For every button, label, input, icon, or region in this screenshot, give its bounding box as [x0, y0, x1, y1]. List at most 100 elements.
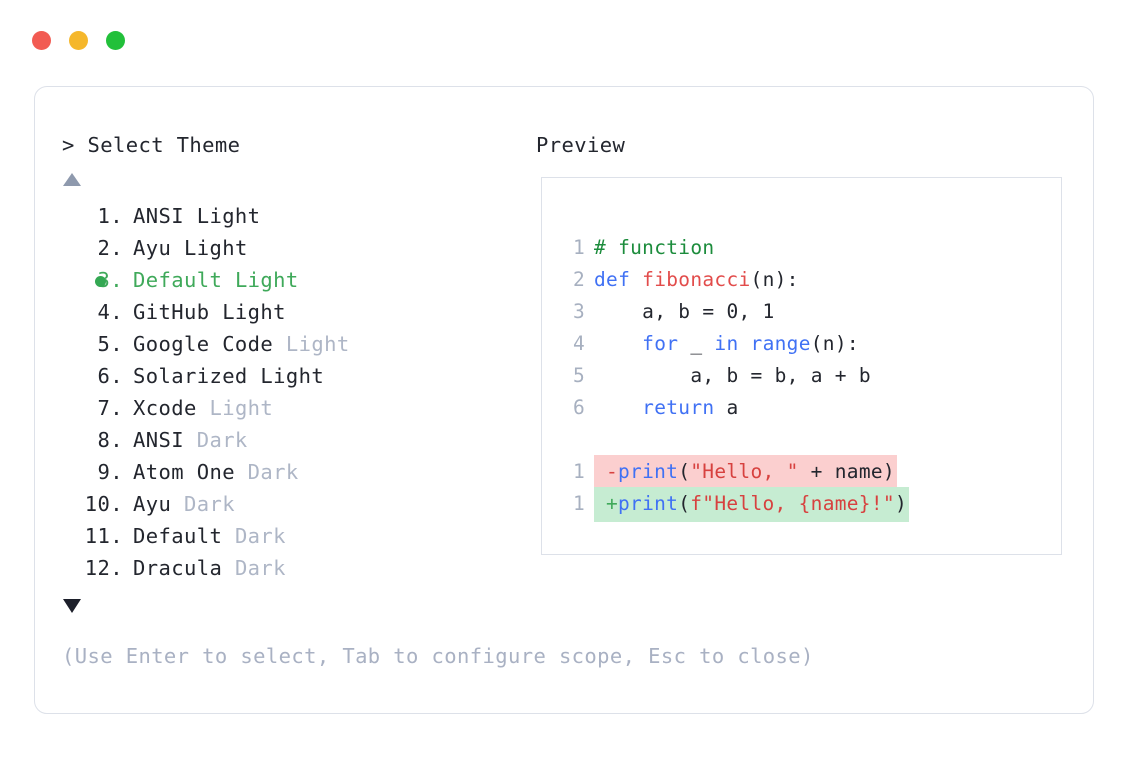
theme-item-name: Google Code [133, 332, 274, 356]
theme-item-variant: Light [273, 332, 350, 356]
line-number: 1 [572, 492, 585, 515]
code-line-content: for _ in range(n): [594, 328, 859, 360]
line-number: 2 [572, 268, 585, 291]
code-token [594, 396, 642, 419]
prompt-label: > Select Theme [62, 133, 241, 157]
theme-item-variant: Dark [222, 524, 286, 548]
code-token: (n): [810, 332, 859, 355]
window-controls [32, 31, 125, 50]
diff-sign: - [594, 459, 631, 483]
theme-item-number: 5. [97, 332, 123, 356]
maximize-window-button[interactable] [106, 31, 125, 50]
theme-item-name: Xcode [133, 396, 197, 420]
theme-item-number: 7. [97, 396, 123, 420]
theme-item-variant: Dark [222, 556, 286, 580]
code-token: ) [894, 491, 907, 515]
theme-item-number: 6. [97, 364, 123, 388]
theme-list-item[interactable]: 6. Solarized Light [57, 360, 527, 392]
theme-item-number: 10. [84, 492, 123, 516]
code-line-content: def fibonacci(n): [594, 264, 799, 296]
code-line: 6 return a [561, 392, 1061, 424]
theme-list-item[interactable]: 9. Atom One Dark [57, 456, 527, 488]
minimize-window-button[interactable] [69, 31, 88, 50]
theme-item-variant: Light [209, 300, 286, 324]
code-token: f"Hello, {name}!" [690, 491, 895, 515]
diff-line-add: 1 + print(f"Hello, {name}!") [561, 486, 1061, 522]
code-token: print [618, 459, 679, 483]
theme-item-name: Dracula [133, 556, 223, 580]
theme-item-name: ANSI [133, 428, 184, 452]
line-number: 3 [572, 300, 585, 323]
theme-item-name: Ayu [133, 492, 172, 516]
theme-item-number: 1. [97, 204, 123, 228]
diff-line-del: 1 - print("Hello, " + name) [561, 454, 1061, 490]
theme-list-item[interactable]: 3.Default Light [57, 264, 527, 296]
code-line-content: a, b = b, a + b [594, 360, 871, 392]
theme-item-variant: Light [247, 364, 325, 388]
theme-item-number: 9. [97, 460, 123, 484]
code-token: # function [594, 236, 715, 259]
code-spacer [561, 424, 1061, 456]
triangle-down-icon[interactable] [63, 599, 81, 613]
theme-item-name: Solarized [133, 364, 248, 388]
triangle-up-icon[interactable] [63, 173, 81, 186]
line-number: 1 [572, 460, 585, 483]
theme-list-item[interactable]: 7. Xcode Light [57, 392, 527, 424]
preview-label: Preview [536, 133, 626, 157]
code-token: def [594, 268, 643, 291]
code-token: ( [678, 459, 691, 483]
theme-item-name: Atom One [133, 460, 235, 484]
code-line: 4 for _ in range(n): [561, 328, 1061, 360]
close-window-button[interactable] [32, 31, 51, 50]
theme-item-variant: Dark [183, 428, 248, 452]
theme-item-number: 4. [97, 300, 123, 324]
theme-list-item[interactable]: 11.Default Dark [57, 520, 527, 552]
code-token: ( [678, 491, 691, 515]
theme-item-name: ANSI [133, 204, 184, 228]
code-token: a, b = b, a + b [594, 364, 871, 387]
theme-item-number: 8. [97, 428, 123, 452]
code-line-content: # function [594, 232, 714, 264]
theme-item-variant: Light [183, 204, 261, 228]
theme-list-item[interactable]: 2.Ayu Light [57, 232, 527, 264]
code-token: return [642, 396, 715, 419]
line-number: 6 [572, 396, 585, 419]
code-line-content: return a [594, 392, 739, 424]
code-line: 2 def fibonacci(n): [561, 264, 1061, 296]
code-line: 3 a, b = 0, 1 [561, 296, 1061, 328]
theme-item-variant: Light [171, 236, 248, 260]
code-line: 1 # function [561, 232, 1061, 264]
theme-item-number: 12. [84, 556, 123, 580]
theme-item-name: Ayu [133, 236, 172, 260]
theme-list-item[interactable]: 8. ANSI Dark [57, 424, 527, 456]
code-token: a, b = 0, 1 [594, 300, 775, 323]
theme-item-variant: Dark [171, 492, 235, 516]
theme-list-item[interactable]: 12. Dracula Dark [57, 552, 527, 584]
diff-sign: + [594, 491, 631, 515]
theme-item-variant: Light [196, 396, 274, 420]
theme-item-variant: Dark [234, 460, 299, 484]
theme-item-variant: Light [222, 268, 299, 292]
code-token [594, 332, 642, 355]
code-token: + name) [798, 459, 895, 483]
code-token: _ [678, 332, 715, 355]
theme-item-name: Default [133, 268, 223, 292]
line-number: 5 [572, 364, 585, 387]
selected-bullet-icon [95, 276, 106, 287]
theme-list-item[interactable]: 1. ANSI Light [57, 200, 527, 232]
code-line: 5 a, b = b, a + b [561, 360, 1061, 392]
theme-list-item[interactable]: 5. Google Code Light [57, 328, 527, 360]
line-number: 1 [572, 236, 585, 259]
theme-list-item[interactable]: 10. Ayu Dark [57, 488, 527, 520]
diff-line-content: + print(f"Hello, {name}!") [594, 486, 909, 522]
diff-line-content: - print("Hello, " + name) [594, 454, 897, 490]
theme-list-item[interactable]: 4. GitHub Light [57, 296, 527, 328]
theme-item-name: GitHub [133, 300, 210, 324]
keyboard-hint: (Use Enter to select, Tab to configure s… [62, 644, 814, 668]
theme-item-name: Default [133, 524, 223, 548]
code-token: fibonacci [642, 268, 751, 291]
